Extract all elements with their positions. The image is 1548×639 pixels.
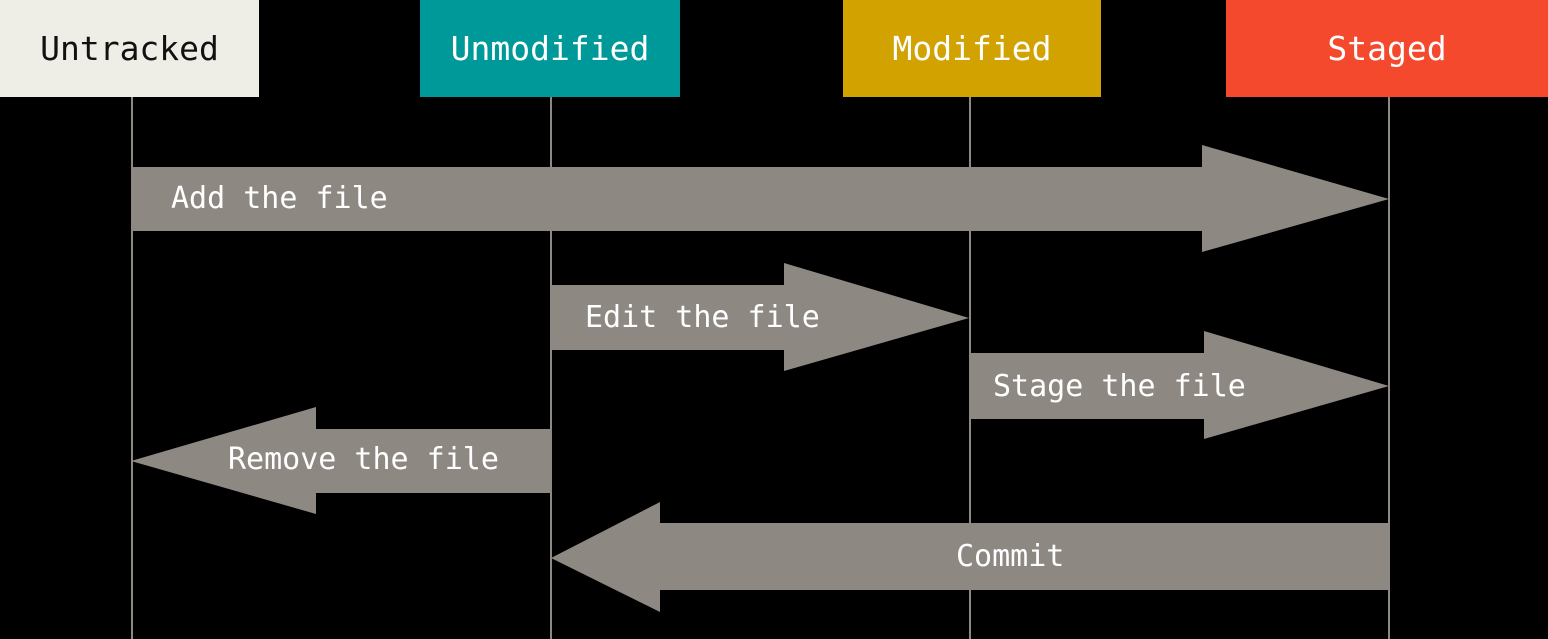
guide-line-unmodified [550, 97, 552, 639]
state-box-untracked[interactable]: Untracked [0, 0, 259, 97]
state-box-staged[interactable]: Staged [1226, 0, 1548, 97]
state-label-untracked: Untracked [40, 29, 219, 68]
arrow-label-add-the-file: Add the file [171, 181, 388, 216]
state-label-staged: Staged [1327, 29, 1447, 68]
guide-line-untracked [131, 97, 133, 639]
state-label-unmodified: Unmodified [450, 29, 650, 68]
arrow-label-stage-the-file: Stage the file [993, 369, 1246, 404]
arrow-label-commit: Commit [956, 539, 1065, 574]
state-label-modified: Modified [892, 29, 1052, 68]
arrow-label-edit-the-file: Edit the file [585, 300, 820, 335]
state-box-unmodified[interactable]: Unmodified [420, 0, 680, 97]
state-box-modified[interactable]: Modified [843, 0, 1101, 97]
guide-line-staged [1388, 97, 1390, 639]
arrow-label-remove-the-file: Remove the file [228, 442, 499, 477]
